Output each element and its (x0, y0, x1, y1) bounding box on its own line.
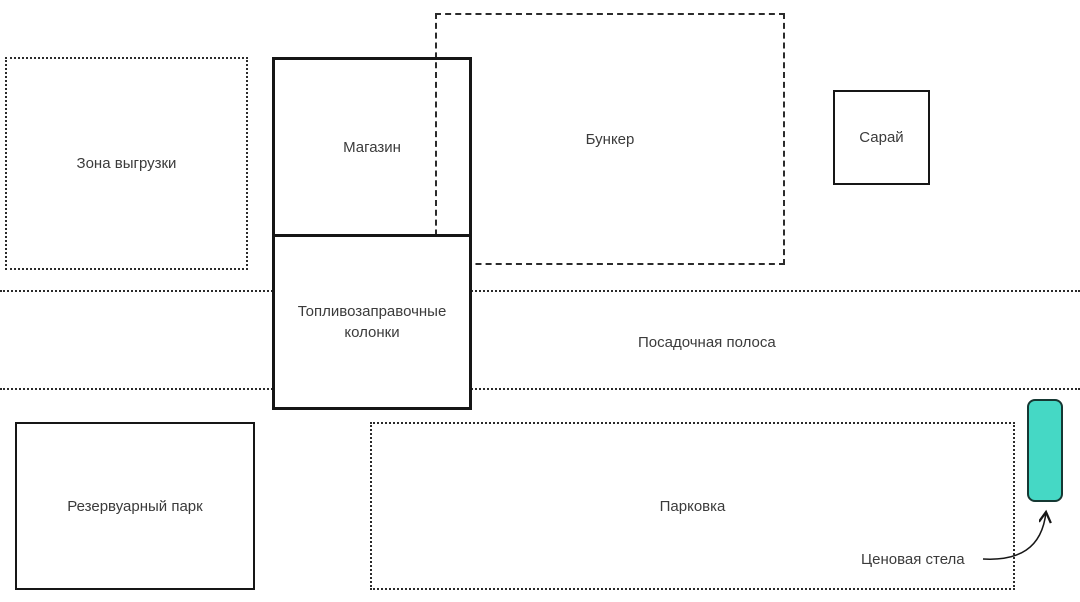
landing-strip-label: Посадочная полоса (638, 334, 776, 351)
shop-label: Магазин (343, 138, 401, 156)
parking-label: Парковка (659, 497, 726, 515)
shed-label: Сарай (859, 129, 904, 146)
price-stela-label: Ценовая стела (861, 551, 965, 568)
unloading-zone: Зона выгрузки (5, 57, 248, 270)
tank-farm-label: Резервуарный парк (67, 497, 203, 515)
fuel-dispensers-label: Топливозаправочные колонки (297, 303, 447, 341)
shop-building: Магазин (272, 57, 472, 237)
bunker-zone: Бункер (435, 13, 785, 265)
tank-farm-zone: Резервуарный парк (15, 422, 255, 590)
parking-zone: Парковка (370, 422, 1015, 590)
landing-strip-top-boundary (0, 290, 1080, 292)
shed-building: Сарай (833, 90, 930, 185)
unloading-zone-label: Зона выгрузки (76, 155, 177, 172)
fuel-dispensers-zone: Топливозаправочные колонки (272, 234, 472, 410)
price-stela-shape (1027, 399, 1063, 502)
landing-strip-bottom-boundary (0, 388, 1080, 390)
bunker-label: Бункер (585, 130, 635, 148)
